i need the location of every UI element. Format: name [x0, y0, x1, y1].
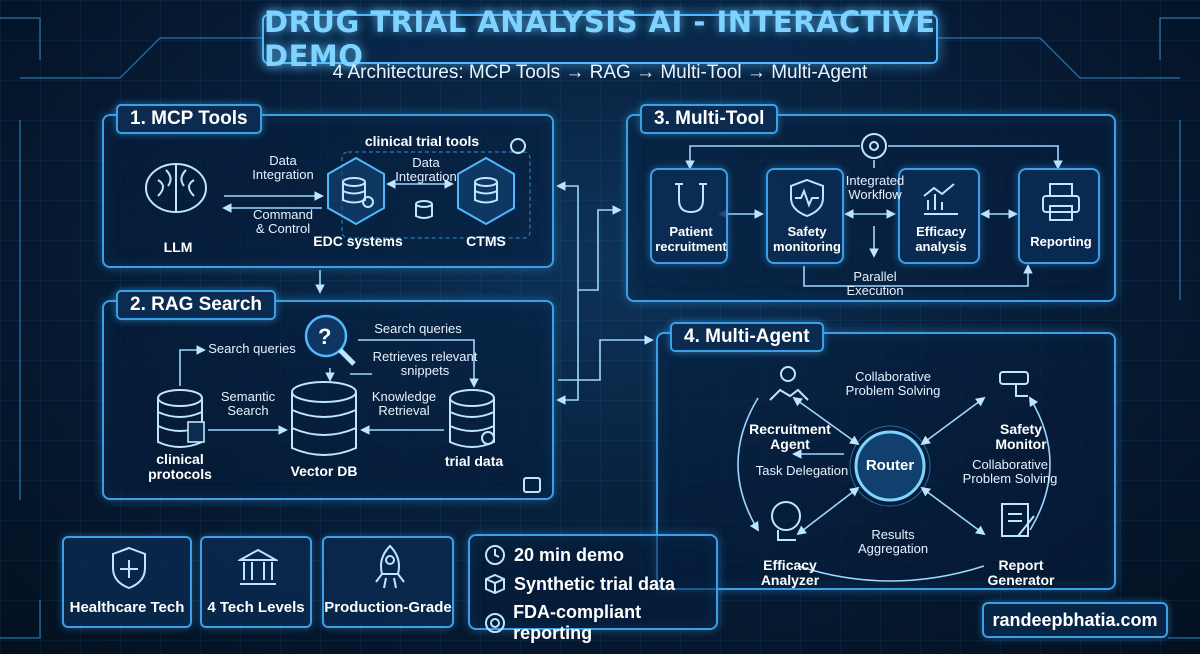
highlight-fda-compliant: FDA-compliant reporting	[484, 602, 716, 644]
shield-heartbeat-icon	[790, 178, 824, 218]
multitool-panel-title: 3. Multi-Tool	[640, 104, 779, 134]
feature-label-production-grade: Production-Grade	[324, 599, 452, 616]
node-trial-data: trial data	[444, 453, 504, 469]
node-llm: LLM	[163, 239, 193, 255]
chart-microscope-icon	[923, 183, 958, 215]
feature-card-production-grade: Production-Grade	[322, 536, 454, 628]
highlight-demo-length: 20 min demo	[484, 544, 624, 566]
feature-card-healthcare-tech: Healthcare Tech	[62, 536, 192, 628]
edc-database-icon	[327, 156, 385, 226]
group-label-clinical-trial-tools: clinical trial tools	[364, 133, 480, 149]
workflow-hub-icon	[861, 133, 887, 159]
node-router: Router	[865, 457, 915, 474]
highlights-box: 20 min demo Synthetic trial data FDA-com…	[468, 534, 718, 643]
arrow-to-multiagent	[558, 335, 654, 381]
clock-icon	[485, 545, 505, 565]
brain-circuit-icon	[771, 501, 801, 541]
node-edc-systems: EDC systems	[313, 233, 403, 249]
handshake-icon	[769, 366, 809, 401]
highlight-synthetic-data: Synthetic trial data	[484, 573, 675, 595]
brain-icon	[145, 163, 207, 213]
mcp-tools-panel: 1. MCP Tools	[102, 104, 554, 268]
mini-database-icon	[415, 200, 433, 219]
magnet-icon	[675, 183, 707, 214]
seal-icon	[485, 613, 505, 633]
rag-search-panel: 2. RAG Search ?	[102, 290, 554, 500]
edge-label-search-queries-left: Search queries	[208, 341, 296, 356]
title-banner: DRUG TRIAL ANALYSIS AI - INTERACTIVE DEM…	[262, 5, 938, 73]
printer-icon	[1042, 183, 1080, 221]
svg-text:?: ?	[318, 324, 331, 349]
search-magnifier-icon	[304, 314, 356, 366]
arrow-right-column	[556, 181, 579, 405]
node-ctms: CTMS	[466, 233, 506, 249]
edge-label-task-delegation: Task Delegation	[755, 463, 849, 478]
page-title: DRUG TRIAL ANALYSIS AI - INTERACTIVE DEM…	[264, 5, 936, 73]
mcp-panel-title: 1. MCP Tools	[116, 104, 262, 134]
page-subtitle: 4 Architectures: MCP Tools → RAG → Multi…	[332, 62, 868, 83]
building-levels-icon	[238, 548, 278, 585]
rocket-icon	[375, 544, 405, 589]
rag-panel-title: 2. RAG Search	[116, 290, 276, 320]
vector-db-icon	[291, 381, 357, 456]
cube-icon	[485, 573, 505, 595]
security-camera-icon	[999, 371, 1029, 397]
label-reporting: Reporting	[1030, 234, 1092, 249]
card-reporting: Reporting	[1018, 168, 1100, 264]
shield-medical-icon	[112, 546, 146, 590]
router-circle	[854, 430, 926, 502]
clinical-protocols-database-icon	[157, 389, 205, 448]
edge-label-search-queries-right: Search queries	[374, 321, 462, 336]
feature-label-tech-levels: 4 Tech Levels	[207, 599, 305, 616]
node-vector-db: Vector DB	[290, 463, 358, 479]
feature-card-tech-levels: 4 Tech Levels	[200, 536, 312, 628]
trial-data-database-icon	[449, 389, 495, 448]
document-pen-icon	[1001, 503, 1035, 537]
gear-icon	[510, 138, 526, 154]
circuit-traces	[0, 17, 1200, 639]
document-icon	[523, 477, 541, 493]
feature-label-healthcare-tech: Healthcare Tech	[69, 599, 185, 616]
arrow-to-multitool	[578, 205, 622, 291]
multi-agent-panel: 4. Multi-Agent	[656, 322, 1116, 590]
ctms-database-icon	[457, 156, 515, 226]
multiagent-panel-title: 4. Multi-Agent	[670, 322, 824, 352]
website-link[interactable]: randeepbhatia.com	[982, 602, 1168, 638]
edge-label-command-control: Command& Control	[253, 207, 313, 236]
